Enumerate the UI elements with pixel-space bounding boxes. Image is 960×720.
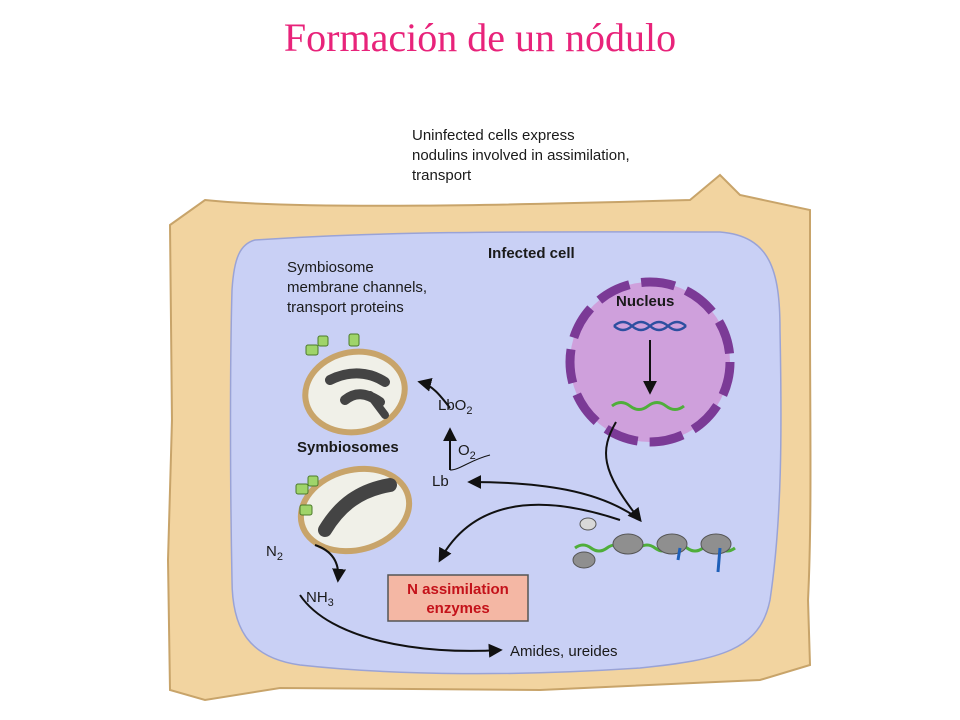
n-assimilation-enzymes-box: N assimilation enzymes [387, 574, 529, 622]
n2-label: N2 [266, 543, 283, 563]
nh3-label: NH3 [306, 589, 334, 609]
membrane-channel-icon [295, 475, 319, 516]
enzyme-label-line2: enzymes [426, 600, 489, 617]
o2-label: O2 [458, 442, 476, 462]
mrna-strand-icon [611, 401, 685, 411]
polysome [572, 517, 736, 573]
membrane-label-line2: membrane channels, [287, 279, 427, 296]
membrane-label-line3: transport proteins [287, 299, 404, 316]
dna-helix-icon [613, 320, 687, 332]
enzyme-label-line1: N assimilation [407, 581, 509, 598]
arrows [299, 340, 657, 658]
header-note-line3: transport [412, 167, 472, 184]
page-title: Formación de un nódulo [283, 15, 677, 60]
header-note-line2: nodulins involved in assimilation, [412, 147, 630, 164]
infected-cell-label: Infected cell [488, 245, 575, 262]
symbiosome-upper [302, 333, 408, 436]
lbo2-label: LbO2 [438, 397, 472, 417]
nucleus-label: Nucleus [616, 293, 674, 310]
symbiosomes-label: Symbiosomes [297, 439, 399, 456]
amides-ureides-label: Amides, ureides [510, 643, 618, 660]
membrane-channel-icon [305, 333, 360, 356]
header-note-line1: Uninfected cells express [412, 127, 575, 144]
protein-chain-icon [676, 547, 722, 573]
membrane-label-line1: Symbiosome [287, 259, 374, 276]
lb-label: Lb [432, 473, 449, 490]
symbiosome-lower [295, 465, 413, 555]
